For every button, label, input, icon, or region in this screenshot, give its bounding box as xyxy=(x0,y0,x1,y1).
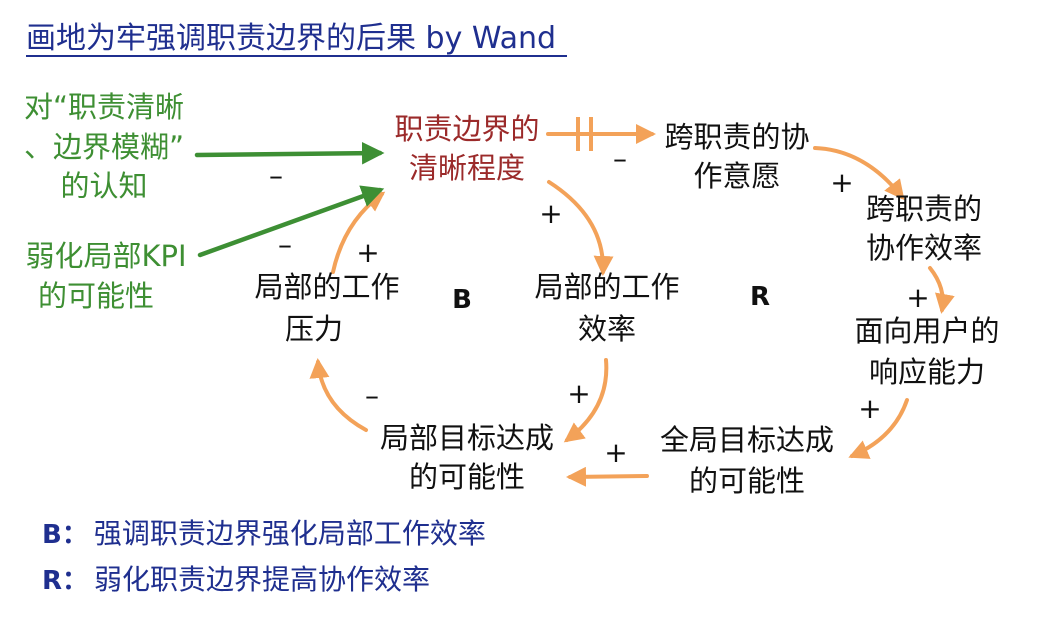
arrow-efficiency-to-response xyxy=(928,266,955,314)
legend-item-r: R：弱化职责边界提高协作效率 xyxy=(42,563,430,596)
node-local-goal: 局部目标达成 的可能性 xyxy=(380,421,554,494)
node-cross-willing-line2: 作意愿 xyxy=(693,159,780,193)
sign-response-to-global: + xyxy=(858,392,881,425)
node-global-goal-line2: 的可能性 xyxy=(689,464,805,498)
node-local-pressure-line2: 压力 xyxy=(285,312,343,346)
sign-local-goal-to-pressure: – xyxy=(365,379,379,412)
node-local-pressure: 局部的工作 压力 xyxy=(254,270,399,346)
sign-clarity-to-local-efficiency: + xyxy=(539,197,562,230)
node-cross-efficiency-line2: 协作效率 xyxy=(866,231,982,265)
legend-item-b: B：强调职责边界强化局部工作效率 xyxy=(42,517,486,550)
node-cross-efficiency-line1: 跨职责的 xyxy=(866,192,982,226)
node-local-efficiency-line2: 效率 xyxy=(578,312,636,346)
node-local-efficiency-line1: 局部的工作 xyxy=(534,270,679,304)
sign-clarity-to-willing: – xyxy=(613,142,627,175)
diagram-title: 画地为牢强调职责边界的后果 by Wand xyxy=(26,21,556,56)
legend-item-r-key: R： xyxy=(42,566,88,596)
arrow-perception-to-clarity xyxy=(194,141,385,165)
node-global-goal-line1: 全局目标达成 xyxy=(660,423,834,457)
arrow-global-to-local-goal xyxy=(566,466,649,487)
sign-pressure-to-clarity: + xyxy=(356,236,379,269)
node-perception: 对“职责清晰 、边界模糊” 的认知 xyxy=(24,90,184,203)
loop-label-b: B xyxy=(452,285,472,315)
node-cross-willing: 跨职责的协 作意愿 xyxy=(664,120,809,193)
node-weaken-kpi: 弱化局部KPI 的可能性 xyxy=(25,239,186,313)
node-local-goal-line1: 局部目标达成 xyxy=(380,421,554,455)
legend-item-r-text: 弱化职责边界提高协作效率 xyxy=(94,563,430,596)
node-cross-willing-line1: 跨职责的协 xyxy=(664,120,809,154)
arrow-kpi-to-clarity xyxy=(197,185,385,258)
arrow-willing-to-efficiency xyxy=(813,146,905,201)
node-perception-line2: 、边界模糊” xyxy=(24,130,184,164)
node-response-line2: 响应能力 xyxy=(869,355,985,389)
sign-global-to-local-goal: + xyxy=(604,436,627,469)
arrow-clarity-to-local-efficiency xyxy=(547,180,614,276)
node-clarity-line2: 清晰程度 xyxy=(409,151,525,185)
legend-item-b-text: 强调职责边界强化局部工作效率 xyxy=(94,517,486,550)
node-local-efficiency: 局部的工作 效率 xyxy=(534,270,679,346)
legend: B：强调职责边界强化局部工作效率 R：弱化职责边界提高协作效率 xyxy=(42,517,486,596)
arrow-response-to-global xyxy=(848,398,909,459)
arrow-local-efficiency-to-local-goal xyxy=(563,358,609,443)
node-weaken-kpi-line1: 弱化局部KPI xyxy=(25,239,186,273)
sign-local-efficiency-to-local-goal: + xyxy=(567,377,590,410)
sign-efficiency-to-response: + xyxy=(906,281,929,314)
sign-perception-to-clarity: – xyxy=(269,159,283,192)
node-weaken-kpi-line2: 的可能性 xyxy=(38,279,154,313)
arrow-local-goal-to-pressure xyxy=(309,358,368,432)
node-local-goal-line2: 的可能性 xyxy=(409,460,525,494)
node-perception-line1: 对“职责清晰 xyxy=(24,90,184,124)
node-clarity: 职责边界的 清晰程度 xyxy=(394,112,539,185)
node-response-line1: 面向用户的 xyxy=(854,314,999,348)
node-perception-line3: 的认知 xyxy=(60,169,147,203)
loop-label-r: R xyxy=(750,282,770,312)
sign-willing-to-efficiency: + xyxy=(830,166,853,199)
node-cross-efficiency: 跨职责的 协作效率 xyxy=(866,192,982,265)
node-local-pressure-line1: 局部的工作 xyxy=(254,270,399,304)
node-global-goal: 全局目标达成 的可能性 xyxy=(660,423,834,498)
sign-kpi-to-pressure: – xyxy=(278,228,292,261)
legend-item-b-key: B： xyxy=(42,520,88,550)
node-response: 面向用户的 响应能力 xyxy=(854,314,999,389)
node-clarity-line1: 职责边界的 xyxy=(394,112,539,146)
